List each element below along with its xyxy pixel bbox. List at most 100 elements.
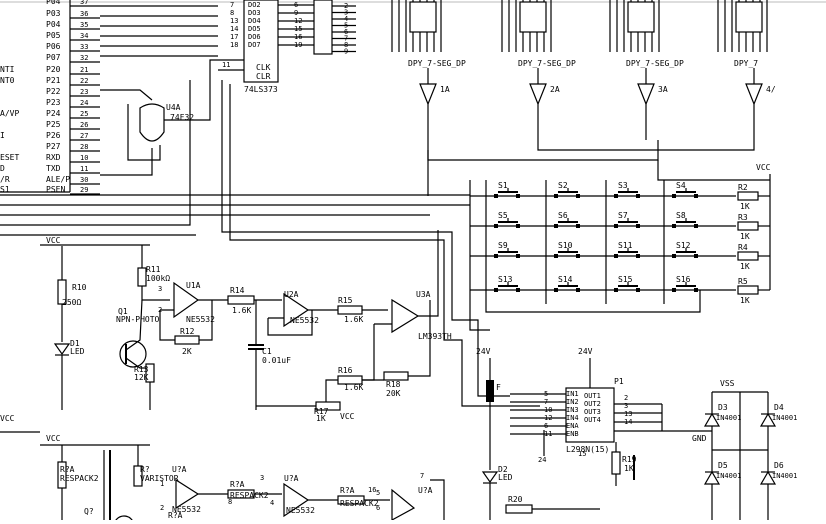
keypad-key[interactable]: S6 xyxy=(554,211,580,228)
op1-symbol xyxy=(173,281,200,319)
display-digit xyxy=(627,1,655,33)
r14-value: 1.6K xyxy=(232,306,251,315)
d2-symbol xyxy=(481,471,499,484)
keypad-key-pin xyxy=(694,254,698,258)
r16-wire xyxy=(325,379,338,402)
mcu-port-label: P26 xyxy=(46,131,61,140)
keypad-key-pin xyxy=(694,194,698,198)
r11-value: 100kΩ xyxy=(146,274,170,283)
bridge-diode-symbol xyxy=(759,412,777,427)
mcu-pin-number: 24 xyxy=(80,99,88,107)
keypad-key-label: S2 xyxy=(558,181,568,190)
mcu-port-label: P24 xyxy=(46,109,61,118)
keypad-key[interactable]: S5 xyxy=(494,211,520,228)
r16-value: 1.6K xyxy=(344,383,363,392)
keypad-key[interactable]: S1 xyxy=(494,181,520,198)
keypad-key[interactable]: S13 xyxy=(494,275,520,292)
bridge-diode-type: IN4001 xyxy=(772,472,797,480)
keypad-key-pin xyxy=(576,194,580,198)
bus-wire-4 xyxy=(0,80,191,226)
bus-wire-7 xyxy=(469,180,490,331)
comp-symbol xyxy=(391,298,420,334)
keypad-key[interactable]: S11 xyxy=(614,241,640,258)
mcu-port-label: RXD xyxy=(46,153,61,162)
display-label: DPY_7-SEG_DP xyxy=(518,59,576,68)
lower-op2-type: NE5532 xyxy=(286,506,315,515)
sensor-vcc: VCC xyxy=(46,236,61,245)
keypad-key-label: S6 xyxy=(558,211,568,220)
display-label: DPY_7 xyxy=(734,59,758,68)
keypad-key-label: S14 xyxy=(558,275,573,284)
keypad-key-pin xyxy=(614,194,618,198)
keypad-key-pin xyxy=(516,194,520,198)
mcu-port-label: P20 xyxy=(46,65,61,74)
seven-seg-displays: DPY_7-SEG_DP1ADPY_7-SEG_DP2ADPY_7-SEG_DP… xyxy=(391,0,776,196)
keypad-key[interactable]: S15 xyxy=(614,275,640,292)
lower-pin-number: 4 xyxy=(270,499,274,507)
bridge-diode-symbol xyxy=(703,412,721,427)
keypad-key[interactable]: S8 xyxy=(672,211,698,228)
lower-pin-number: 5 xyxy=(376,489,380,497)
keypad-key[interactable]: S14 xyxy=(554,275,580,292)
keypad-key[interactable]: S3 xyxy=(614,181,640,198)
lower-r7c-name: R?A xyxy=(340,486,355,495)
keypad-key-pin xyxy=(554,288,558,292)
motor-driver: 24V 24V F D2 LED R20 P1 L298N(15) IN15IN… xyxy=(476,347,712,520)
r19-name: R19 xyxy=(622,455,637,464)
mcu-port-label: P05 xyxy=(46,31,61,40)
mcu-port-label: P22 xyxy=(46,87,61,96)
gate-wire-b xyxy=(127,104,161,161)
keypad-key[interactable]: S12 xyxy=(672,241,698,258)
interconnect-wires xyxy=(0,80,540,407)
bridge-diode-symbol xyxy=(703,470,721,485)
lower-op3-out xyxy=(430,479,445,520)
keypad-key[interactable]: S2 xyxy=(554,181,580,198)
keypad-key[interactable]: S10 xyxy=(554,241,580,258)
bridge-diode-name: D6 xyxy=(774,461,784,470)
bridge-diode-symbol xyxy=(759,470,777,485)
keypad-key[interactable]: S7 xyxy=(614,211,640,228)
mcu-port-label: PSEN xyxy=(46,185,65,194)
mcu-pin-number: 27 xyxy=(80,132,88,140)
keypad-key[interactable]: S9 xyxy=(494,241,520,258)
mcu-fragment-label: D xyxy=(0,164,5,173)
r13-name: R13 xyxy=(134,365,149,374)
lower-op2-symbol xyxy=(283,482,310,518)
keypad-key-label: S3 xyxy=(618,181,628,190)
driver-body xyxy=(565,387,615,443)
r16-name: R16 xyxy=(338,366,353,375)
d1-name: D1 xyxy=(70,339,80,348)
r13-body xyxy=(145,363,155,383)
gate-name: U4A xyxy=(166,103,181,112)
mcu-pin-number: 25 xyxy=(80,110,88,118)
mcu-pin-number: 34 xyxy=(80,32,88,40)
r15-value: 1.6K xyxy=(344,315,363,324)
mcu-port-label: P06 xyxy=(46,42,61,51)
r20-body xyxy=(505,504,533,514)
keypad-key-pin xyxy=(636,194,640,198)
bus-wire-6 xyxy=(229,84,540,407)
q1-emitter-wire xyxy=(125,357,151,410)
keypad-key-pin xyxy=(516,288,520,292)
lower-pin-number: 2 xyxy=(160,504,164,512)
mcu-fragment-label: A/VP xyxy=(0,109,19,118)
driver-input-label: IN2 xyxy=(566,398,579,406)
driver-pin-24: 24 xyxy=(538,456,546,464)
keypad-key[interactable]: S4 xyxy=(672,181,698,198)
keypad-key-label: S15 xyxy=(618,275,633,284)
driver-output-label: OUT3 xyxy=(584,408,601,416)
mcu-pin-number: 26 xyxy=(80,121,88,129)
lower-pin-number: 6 xyxy=(376,504,380,512)
lower-q: Q? xyxy=(84,507,94,516)
c1-value: 0.01uF xyxy=(262,356,291,365)
driver-input-label: IN3 xyxy=(566,406,579,414)
keypad-key[interactable]: S16 xyxy=(672,275,698,292)
bridge-diode-type: IN4001 xyxy=(716,414,741,422)
keypad-key-pin xyxy=(672,254,676,258)
lower-op3-symbol xyxy=(391,488,416,522)
keypad-key-pin xyxy=(636,288,640,292)
lower-r7-value: VARISTOR xyxy=(140,474,179,483)
